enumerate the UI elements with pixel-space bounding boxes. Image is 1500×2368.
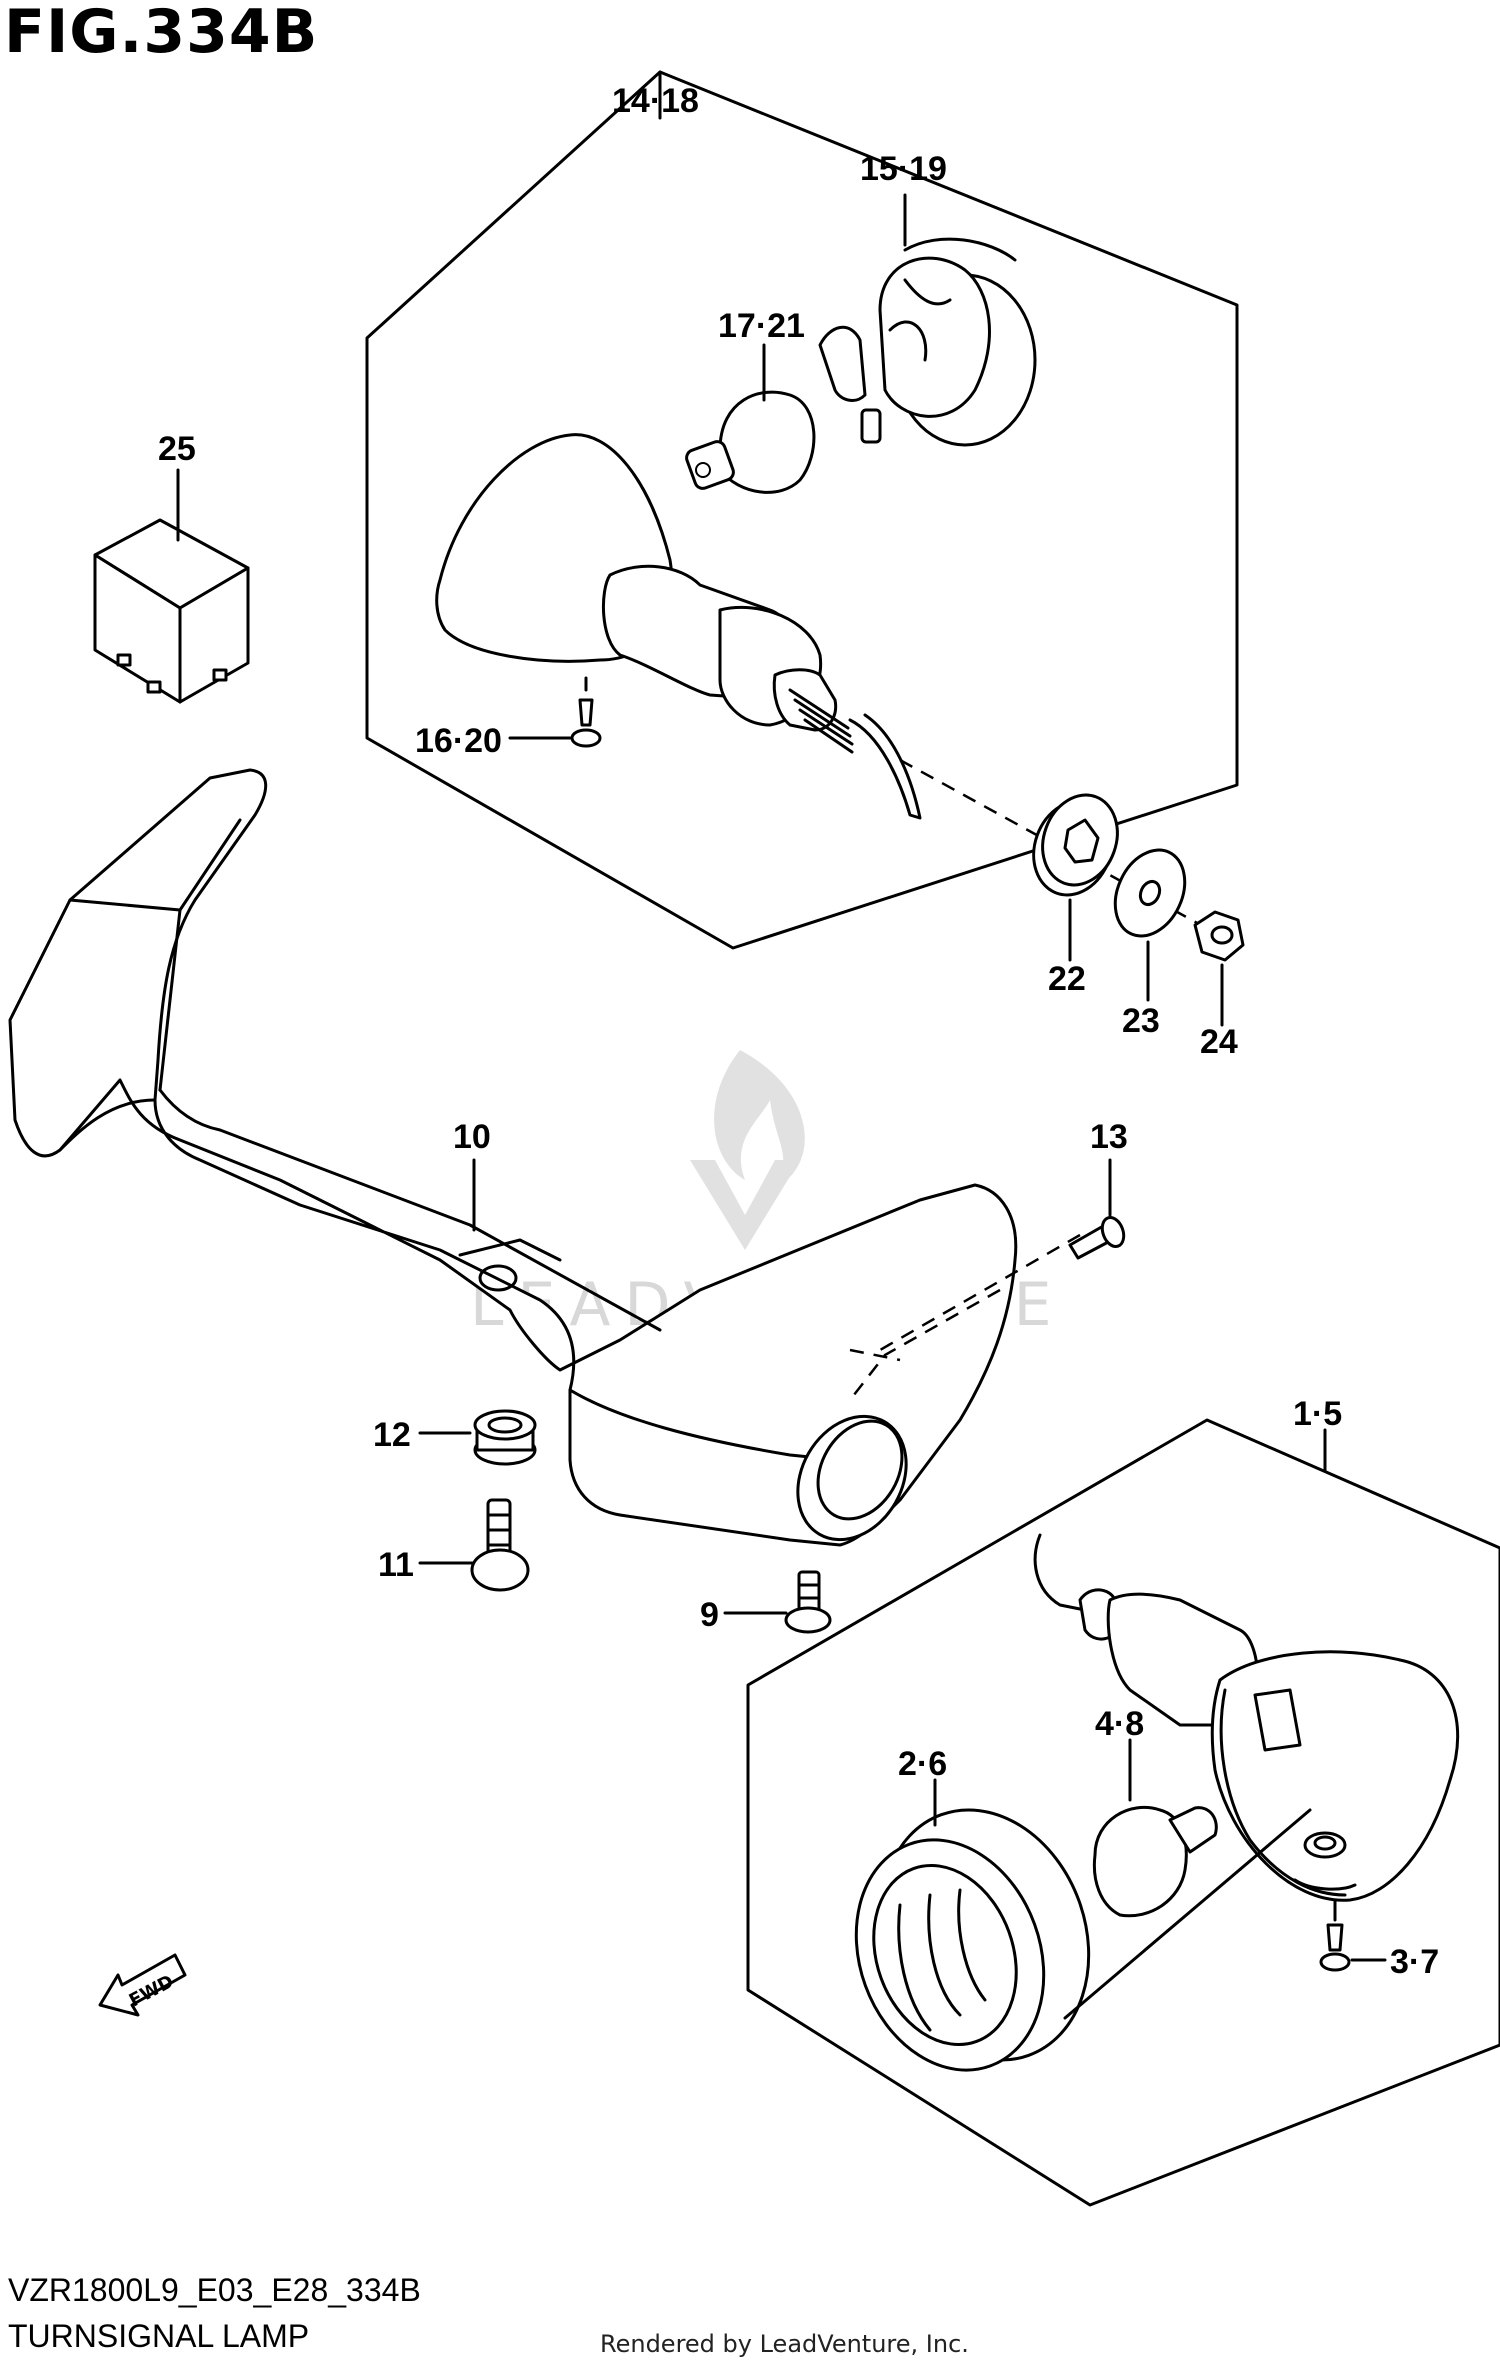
part-23-washer bbox=[1113, 848, 1187, 1002]
callout-24: 24 bbox=[1200, 1023, 1238, 1061]
figure-title: FIG.334B bbox=[4, 0, 319, 67]
callout-10: 10 bbox=[453, 1118, 491, 1156]
part-11-bolt bbox=[418, 1498, 530, 1592]
part-24-nut bbox=[1193, 910, 1245, 1027]
callout-4-8: 4·8 bbox=[1095, 1705, 1144, 1743]
part-10-bracket bbox=[8, 768, 1018, 1547]
callout-12: 12 bbox=[373, 1416, 411, 1454]
callout-25: 25 bbox=[158, 430, 196, 468]
part-17-21-bulb bbox=[685, 390, 816, 494]
callout-labels: 14·18 15·19 17·21 25 16·20 22 23 24 10 1… bbox=[158, 82, 1439, 1981]
leader-lines bbox=[658, 70, 907, 402]
callout-11: 11 bbox=[378, 1546, 414, 1584]
part-2-6-lens bbox=[854, 1778, 1091, 2072]
callout-22: 22 bbox=[1048, 960, 1086, 998]
part-15-19-lamp-socket bbox=[818, 237, 1037, 447]
part-3-7-screw bbox=[1319, 1898, 1387, 1972]
part-4-8-bulb bbox=[1092, 1738, 1218, 1918]
part-14-18-lamp-housing bbox=[435, 433, 922, 820]
part-1-5-lamp-housing bbox=[1033, 1533, 1460, 1902]
part-12-grommet bbox=[418, 1409, 537, 1466]
assembly-axis-line bbox=[879, 1233, 1081, 1352]
assembly-axis-line bbox=[1063, 1808, 1312, 2020]
part-13-screw bbox=[1068, 1158, 1126, 1260]
part-22-rubber-washer bbox=[1032, 793, 1119, 962]
assembly-axis-line bbox=[849, 1288, 1001, 1401]
assembly-frame-14-18 bbox=[365, 70, 1239, 950]
part-16-20-screw bbox=[508, 676, 602, 748]
callout-16-20: 16·20 bbox=[415, 722, 502, 760]
callout-17-21: 17·21 bbox=[718, 307, 805, 345]
callout-13: 13 bbox=[1090, 1118, 1128, 1156]
callout-14-18: 14·18 bbox=[612, 82, 699, 120]
part-25-relay bbox=[93, 468, 250, 704]
model-code: VZR1800L9_E03_E28_334B bbox=[8, 2272, 421, 2308]
part-9-screw bbox=[723, 1570, 832, 1634]
assembly-frame-1-5 bbox=[746, 1418, 1500, 2207]
callout-9: 9 bbox=[700, 1596, 719, 1634]
figure-name: TURNSIGNAL LAMP bbox=[8, 2318, 310, 2354]
fwd-arrow-icon: FWD bbox=[98, 1953, 187, 2017]
callout-23: 23 bbox=[1122, 1002, 1160, 1040]
rendered-by-credit: Rendered by LeadVenture, Inc. bbox=[600, 2330, 969, 2358]
callout-3-7: 3·7 bbox=[1390, 1943, 1439, 1981]
callout-2-6: 2·6 bbox=[898, 1745, 947, 1783]
callout-1-5: 1·5 bbox=[1293, 1395, 1342, 1433]
callout-15-19: 15·19 bbox=[860, 150, 947, 188]
